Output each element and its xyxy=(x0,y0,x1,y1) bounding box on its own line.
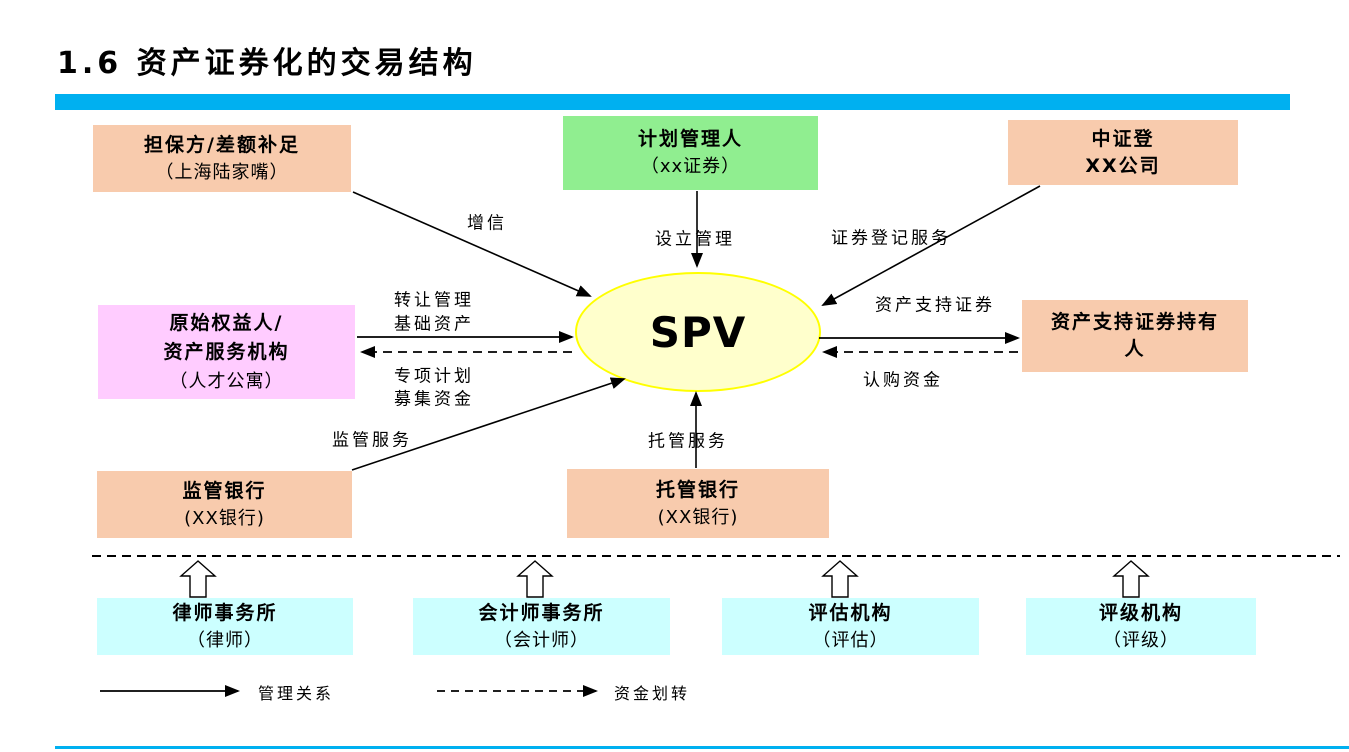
edge-label-raise-line1: 专项计划 xyxy=(394,366,474,387)
spv-label: SPV xyxy=(649,307,747,357)
node-originator: 原始权益人/ 资产服务机构 （人才公寓） xyxy=(98,305,355,399)
node-plan-manager: 计划管理人 （xx证券） xyxy=(563,116,818,190)
node-law-firm-name: 律师事务所 xyxy=(172,601,278,624)
node-originator-detail: （人才公寓） xyxy=(169,370,284,392)
node-guarantor-detail: （上海陆家嘴） xyxy=(155,161,289,183)
node-csdc-detail: XX公司 xyxy=(1085,154,1161,177)
edge-label-abs-securities: 资产支持证券 xyxy=(875,295,995,316)
node-csdc: 中证登 XX公司 xyxy=(1008,120,1238,185)
node-appraisal-agency-name: 评估机构 xyxy=(808,601,893,624)
edge-label-securities-registration: 证券登记服务 xyxy=(831,228,951,249)
node-plan-manager-detail: （xx证券） xyxy=(640,156,741,177)
top-accent-bar xyxy=(55,94,1290,110)
node-originator-name2: 资产服务机构 xyxy=(163,340,290,363)
node-abs-holders-name1: 资产支持证券持有 xyxy=(1050,311,1219,333)
node-rating-agency-detail: （评级） xyxy=(1103,629,1179,651)
node-custodian-bank-detail: (XX银行) xyxy=(657,506,739,528)
page-title: 1.6 资产证券化的交易结构 xyxy=(57,46,477,81)
node-guarantor-name: 担保方/差额补足 xyxy=(144,133,300,156)
node-custodian-bank-name: 托管银行 xyxy=(655,478,740,501)
node-accounting-firm: 会计师事务所 （会计师） xyxy=(413,598,670,655)
edge-label-transfer-line2: 基础资产 xyxy=(394,314,474,335)
legend-label-management-relation: 管理关系 xyxy=(258,684,335,703)
node-supervising-bank: 监管银行 (XX银行) xyxy=(97,471,352,538)
arrow-supervision-service xyxy=(351,377,626,471)
edge-label-credit-enhancement: 增信 xyxy=(467,213,507,234)
node-law-firm-detail: （律师） xyxy=(187,629,263,651)
legend-label-fund-transfer: 资金划转 xyxy=(614,684,691,703)
edge-label-raise-line2: 募集资金 xyxy=(394,389,474,410)
node-abs-holders: 资产支持证券持有 人 xyxy=(1022,300,1248,372)
node-guarantor: 担保方/差额补足 （上海陆家嘴） xyxy=(93,125,351,192)
node-csdc-name: 中证登 xyxy=(1091,127,1155,150)
node-supervising-bank-name: 监管银行 xyxy=(182,479,267,502)
node-supervising-bank-detail: (XX银行) xyxy=(184,507,265,529)
node-rating-agency-name: 评级机构 xyxy=(1098,601,1183,624)
node-plan-manager-name: 计划管理人 xyxy=(637,128,743,150)
edge-label-supervision-service: 监管服务 xyxy=(332,430,412,451)
node-accounting-firm-name: 会计师事务所 xyxy=(478,601,605,624)
node-rating-agency: 评级机构 （评级） xyxy=(1026,598,1256,655)
node-law-firm: 律师事务所 （律师） xyxy=(97,598,353,655)
node-custodian-bank: 托管银行 (XX银行) xyxy=(567,469,829,538)
node-originator-name1: 原始权益人/ xyxy=(169,311,284,334)
block-arrow-appraisal-agency xyxy=(821,560,859,598)
edge-label-transfer-line1: 转让管理 xyxy=(394,290,474,311)
node-abs-holders-name2: 人 xyxy=(1124,338,1146,360)
block-arrow-accounting-firm xyxy=(516,560,554,598)
spv-ellipse: SPV xyxy=(575,272,821,392)
block-arrow-rating-agency xyxy=(1112,560,1150,598)
node-accounting-firm-detail: （会计师） xyxy=(494,629,589,651)
edge-label-setup-management: 设立管理 xyxy=(655,229,735,250)
edge-label-custody-service: 托管服务 xyxy=(648,431,728,452)
node-appraisal-agency-detail: （评估） xyxy=(812,629,889,651)
bottom-accent-line xyxy=(55,746,1349,749)
node-appraisal-agency: 评估机构 （评估） xyxy=(722,598,979,655)
edge-label-subscription-funds: 认购资金 xyxy=(863,370,943,391)
block-arrow-law-firm xyxy=(179,560,217,598)
